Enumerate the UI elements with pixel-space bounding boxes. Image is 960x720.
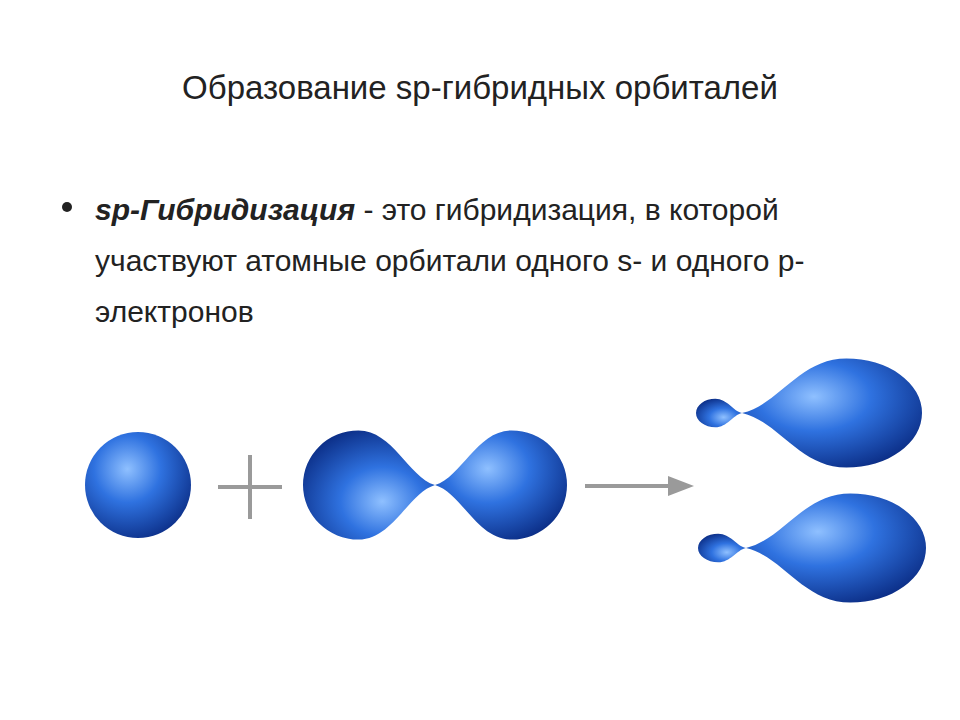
plus-sign [218,455,282,519]
term: sp-Гибридизация [95,193,355,226]
s-orbital [85,432,191,538]
slide-title: Образование sp-гибридных орбиталей [0,68,960,108]
sp-hybrid-orbital [698,493,926,602]
p-orbital [303,430,567,539]
reaction-arrow [585,476,694,496]
bullet-text: sp-Гибридизация - это гибридизация, в ко… [95,184,840,337]
sp-hybrid-orbital [696,358,922,467]
bullet-dot [62,202,72,212]
